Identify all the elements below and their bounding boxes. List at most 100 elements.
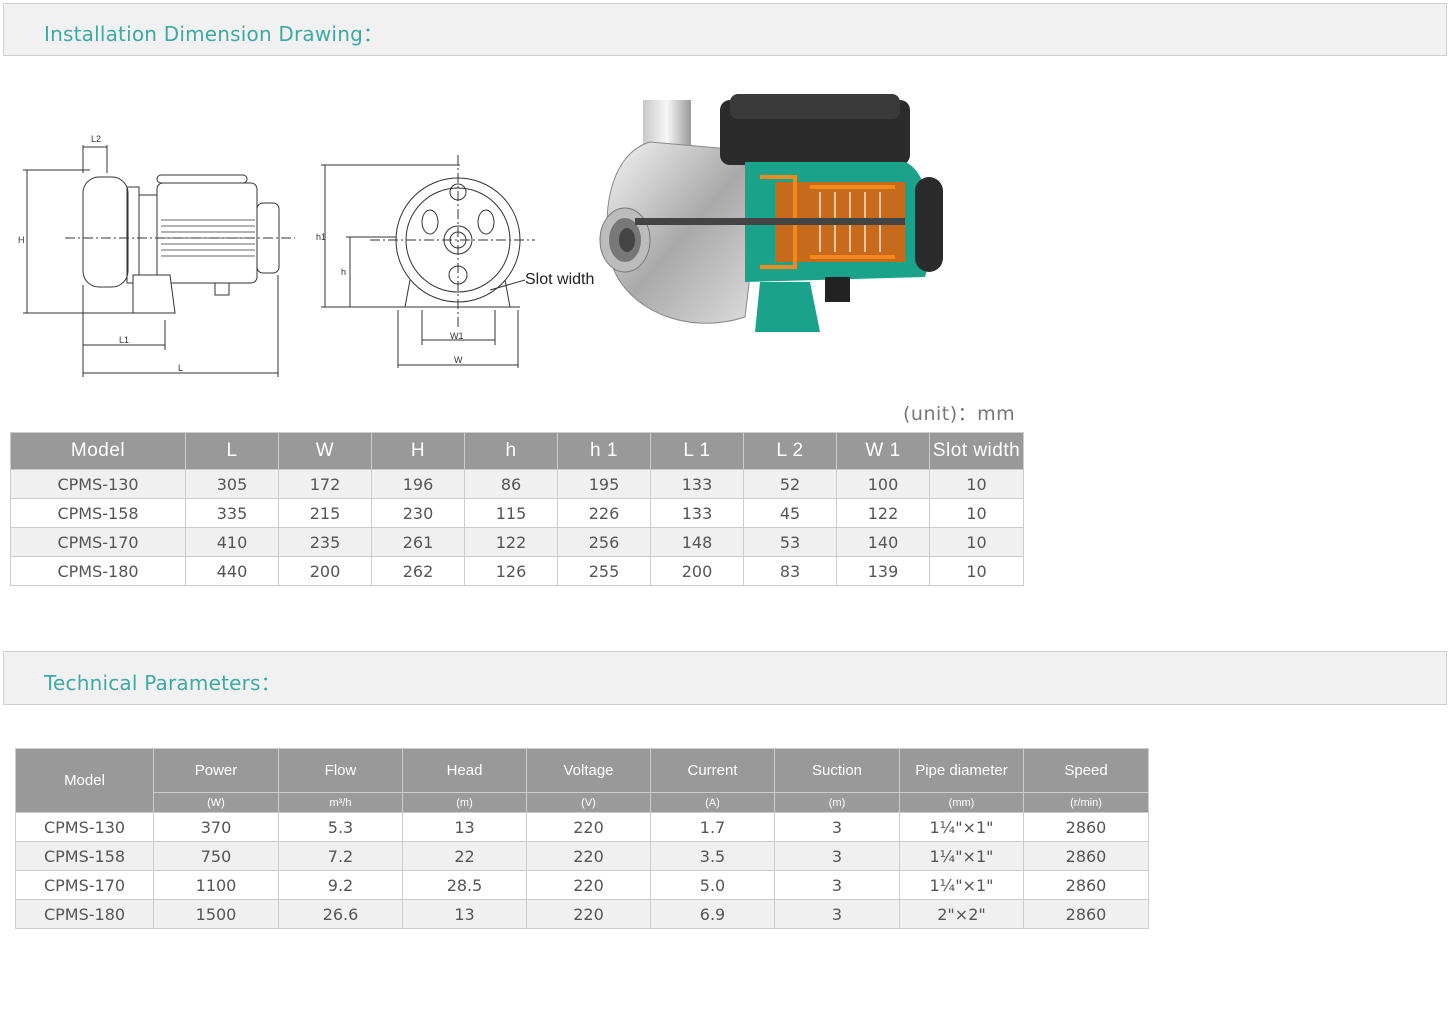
table-cell: 122 xyxy=(836,498,930,528)
table-cell: 220 xyxy=(526,870,651,900)
table-cell: 133 xyxy=(650,498,744,528)
table-cell: 3 xyxy=(774,899,900,929)
table-cell: 200 xyxy=(278,556,372,586)
table-cell: 195 xyxy=(557,469,651,499)
technical-header-cell: Voltage xyxy=(526,748,651,793)
table-cell: 9.2 xyxy=(278,870,403,900)
table-cell: 2860 xyxy=(1023,899,1149,929)
technical-section-title: Technical Parameters： xyxy=(44,671,281,695)
table-cell: 172 xyxy=(278,469,372,499)
dimension-header-cell: H xyxy=(371,432,465,470)
table-cell: 750 xyxy=(153,841,279,871)
front-view-drawing: h1 h W1 W Slot width xyxy=(316,155,594,368)
table-cell: 370 xyxy=(153,812,279,842)
table-cell: 3 xyxy=(774,870,900,900)
technical-unit-cell: (W) xyxy=(153,792,279,813)
label-l2: L2 xyxy=(91,134,101,144)
table-cell: 256 xyxy=(557,527,651,557)
table-cell: 2860 xyxy=(1023,870,1149,900)
table-cell: 5.3 xyxy=(278,812,403,842)
table-cell: 410 xyxy=(185,527,279,557)
table-cell: 3 xyxy=(774,812,900,842)
table-cell: 1¼"×1" xyxy=(899,812,1024,842)
table-cell: 53 xyxy=(743,527,837,557)
table-cell: CPMS-158 xyxy=(15,841,154,871)
table-cell: 10 xyxy=(929,527,1024,557)
technical-unit-cell: (m) xyxy=(774,792,900,813)
technical-header-cell: Current xyxy=(650,748,775,793)
table-cell: 26.6 xyxy=(278,899,403,929)
table-cell: CPMS-180 xyxy=(10,556,186,586)
table-cell: 261 xyxy=(371,527,465,557)
table-cell: 255 xyxy=(557,556,651,586)
technical-unit-cell: (mm) xyxy=(899,792,1024,813)
technical-header-cell: Speed xyxy=(1023,748,1149,793)
table-cell: 1¼"×1" xyxy=(899,841,1024,871)
table-cell: 7.2 xyxy=(278,841,403,871)
technical-unit-cell: (m) xyxy=(402,792,527,813)
label-w1: W1 xyxy=(450,331,464,341)
table-cell: 200 xyxy=(650,556,744,586)
table-cell: 2860 xyxy=(1023,841,1149,871)
table-cell: 220 xyxy=(526,812,651,842)
table-cell: CPMS-180 xyxy=(15,899,154,929)
table-cell: 5.0 xyxy=(650,870,775,900)
table-cell: 148 xyxy=(650,527,744,557)
technical-header-cell: Power xyxy=(153,748,279,793)
table-cell: 3.5 xyxy=(650,841,775,871)
table-cell: 52 xyxy=(743,469,837,499)
label-h-upper: H xyxy=(18,235,25,245)
technical-header-cell: Pipe diameter xyxy=(899,748,1024,793)
label-h: h xyxy=(341,267,346,277)
technical-unit-cell: (V) xyxy=(526,792,651,813)
table-cell: 335 xyxy=(185,498,279,528)
technical-header-cell: Flow xyxy=(278,748,403,793)
table-cell: 305 xyxy=(185,469,279,499)
dimension-header-cell: L 2 xyxy=(743,432,837,470)
technical-header-cell: Head xyxy=(402,748,527,793)
dimension-header-cell: W 1 xyxy=(836,432,930,470)
table-cell: CPMS-130 xyxy=(10,469,186,499)
label-h1: h1 xyxy=(316,232,326,242)
side-view-drawing: L2 L1 L H xyxy=(18,134,295,377)
technical-unit-cell: (r/min) xyxy=(1023,792,1149,813)
table-cell: 10 xyxy=(929,556,1024,586)
table-cell: 45 xyxy=(743,498,837,528)
table-cell: 3 xyxy=(774,841,900,871)
table-cell: 13 xyxy=(402,899,527,929)
dimension-header-cell: W xyxy=(278,432,372,470)
dimension-header-cell: Slot width xyxy=(929,432,1024,470)
technical-units-row: (W)m³/h(m)(V)(A)(m)(mm)(r/min) xyxy=(16,792,1149,813)
unit-note: (unit)：mm xyxy=(903,403,1016,425)
table-cell: 22 xyxy=(402,841,527,871)
dimension-header-cell: L 1 xyxy=(650,432,744,470)
table-cell: 122 xyxy=(464,527,558,557)
table-cell: 440 xyxy=(185,556,279,586)
table-cell: 2860 xyxy=(1023,812,1149,842)
table-cell: 220 xyxy=(526,841,651,871)
table-cell: 2"×2" xyxy=(899,899,1024,929)
dimension-header-cell: Model xyxy=(10,432,186,470)
dimension-header-cell: h 1 xyxy=(557,432,651,470)
table-cell: CPMS-130 xyxy=(15,812,154,842)
dimension-header-cell: L xyxy=(185,432,279,470)
installation-section-title: Installation Dimension Drawing： xyxy=(44,22,384,46)
table-cell: 83 xyxy=(743,556,837,586)
table-cell: 100 xyxy=(836,469,930,499)
table-cell: CPMS-170 xyxy=(15,870,154,900)
label-slot-width: Slot width xyxy=(525,271,594,288)
table-cell: 10 xyxy=(929,469,1024,499)
label-w: W xyxy=(454,355,463,365)
table-cell: 126 xyxy=(464,556,558,586)
